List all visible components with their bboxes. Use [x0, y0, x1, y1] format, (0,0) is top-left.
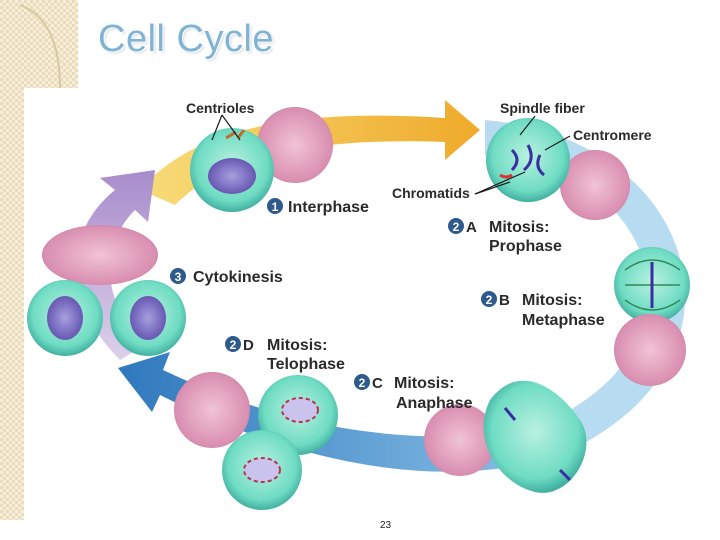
- prophase-chromatids: [510, 144, 545, 177]
- stage-telophase: 2 D Mitosis: Telophase: [225, 336, 345, 373]
- interphase-cells: [190, 107, 333, 212]
- telophase-tissue-cell: [174, 372, 250, 448]
- badge-cytokinesis-number: 3: [175, 270, 182, 284]
- label-chromatids: Chromatids: [392, 185, 470, 201]
- label-telophase-line2: Telophase: [267, 356, 345, 373]
- prophase-centromere: [499, 173, 513, 179]
- badge-interphase-number: 1: [272, 200, 279, 214]
- pointer-lines: [211, 114, 571, 195]
- label-anaphase-line1: Mitosis:: [394, 375, 454, 392]
- cytokinesis-nucleus-right: [130, 296, 166, 340]
- stage-metaphase: 2 B Mitosis: Metaphase: [481, 291, 605, 329]
- label-prophase-line1: Mitosis:: [489, 219, 549, 236]
- label-anaphase-line2: Anaphase: [396, 395, 473, 412]
- slide-title: Cell Cycle: [98, 18, 275, 60]
- stage-cytokinesis: 3 Cytokinesis: [170, 268, 283, 286]
- label-cytokinesis: Cytokinesis: [193, 269, 283, 286]
- badge-telophase-letter: D: [243, 337, 254, 354]
- badge-prophase-number: 2: [453, 220, 460, 234]
- chromatids-pointer-2: [474, 171, 526, 195]
- badge-cytokinesis: [170, 268, 186, 284]
- centromere-pointer: [544, 135, 571, 151]
- badge-prophase: [448, 218, 464, 234]
- badge-anaphase-letter: C: [372, 375, 383, 392]
- badge-metaphase-letter: B: [499, 292, 510, 309]
- interphase-tissue-cell: [257, 107, 333, 183]
- telophase-cells: [174, 372, 338, 510]
- centrioles-pointer-2: [221, 114, 241, 141]
- badge-anaphase-number: 2: [359, 376, 366, 390]
- label-prophase-line2: Prophase: [489, 238, 562, 255]
- spindle-fiber-pointer: [519, 115, 536, 136]
- prophase-cells: [486, 118, 630, 220]
- badge-anaphase: [354, 374, 370, 390]
- label-centromere: Centromere: [573, 127, 652, 143]
- interphase-nucleus: [208, 158, 256, 194]
- stage-anaphase: 2 C Mitosis: Anaphase: [354, 374, 473, 412]
- label-spindle-fiber: Spindle fiber: [500, 100, 585, 116]
- anaphase-chromosomes: [503, 407, 572, 482]
- arrow-interphase: [140, 100, 480, 205]
- telophase-nucleus-bottom: [243, 457, 281, 483]
- label-interphase: Interphase: [288, 199, 369, 216]
- label-telophase-line1: Mitosis:: [267, 337, 327, 354]
- anaphase-cell: [483, 380, 587, 493]
- page-number: 23: [380, 520, 392, 531]
- metaphase-cells: [614, 247, 690, 386]
- cytokinesis-cells: [27, 225, 186, 356]
- label-centrioles: Centrioles: [186, 100, 255, 116]
- badge-metaphase: [481, 291, 497, 307]
- stage-prophase: 2 A Mitosis: Prophase: [448, 218, 562, 255]
- centriole-mark-2: [236, 129, 246, 139]
- label-metaphase-line2: Metaphase: [522, 312, 605, 329]
- badge-telophase-number: 2: [230, 338, 237, 352]
- anaphase-cells: [424, 380, 587, 493]
- badge-metaphase-number: 2: [486, 293, 493, 307]
- stage-interphase: 1 Interphase: [267, 198, 369, 216]
- badge-prophase-letter: A: [466, 219, 477, 236]
- telophase-nucleus-top: [281, 397, 319, 423]
- metaphase-tissue-cell: [614, 314, 686, 386]
- badge-telophase: [225, 336, 241, 352]
- prophase-tissue-cell: [560, 150, 630, 220]
- centrioles-pointer: [211, 114, 223, 141]
- badge-interphase: [267, 198, 283, 214]
- cytokinesis-nucleus-left: [47, 296, 83, 340]
- cytokinesis-tissue-cell: [42, 225, 158, 285]
- label-metaphase-line1: Mitosis:: [522, 292, 582, 309]
- prophase-cell: [486, 118, 570, 202]
- anaphase-tissue-cell: [424, 404, 496, 476]
